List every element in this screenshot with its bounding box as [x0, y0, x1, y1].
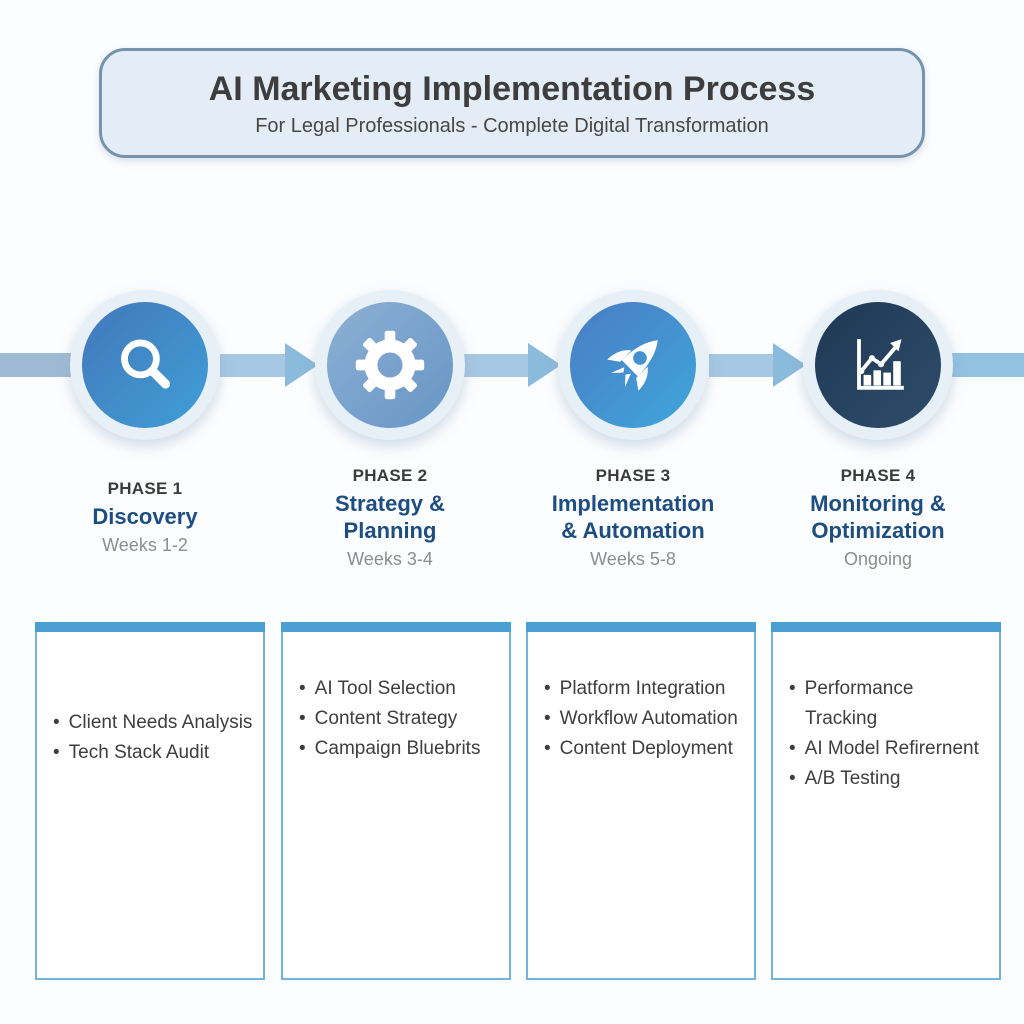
phase-label: PHASE 2 — [352, 466, 428, 485]
phase-name: Discovery — [92, 504, 198, 529]
phase-2-label-block: PHASE 2 Strategy & Planning Weeks 3-4 — [265, 466, 515, 570]
phase-label: PHASE 1 — [107, 479, 183, 498]
list-item: A/B Testing — [789, 764, 989, 794]
phase-1-card: Client Needs Analysis Tech Stack Audit — [35, 622, 265, 980]
list-item: Platform Integration — [544, 674, 744, 704]
list-item: Workflow Automation — [544, 704, 744, 734]
list-item: Content Deployment — [544, 734, 744, 764]
list-item: Client Needs Analysis — [53, 708, 253, 738]
phase-3-circle-fill — [570, 302, 696, 428]
phase-duration: Weeks 3-4 — [347, 549, 433, 569]
list-item: AI Tool Selection — [299, 674, 499, 704]
phase-duration: Ongoing — [843, 549, 913, 569]
phase-4-card: Performance Tracking AI Model Refirernen… — [771, 622, 1001, 980]
card-top-bar — [771, 622, 1001, 632]
phase-4-circle — [803, 290, 953, 440]
timeline-band-right — [948, 353, 1024, 377]
phase-4-item-list: Performance Tracking AI Model Refirernen… — [773, 674, 999, 794]
rocket-icon — [607, 340, 658, 391]
title-banner: AI Marketing Implementation Process For … — [99, 48, 925, 158]
phase-1-label-block: PHASE 1 Discovery Weeks 1-2 — [20, 466, 270, 556]
list-item: Performance Tracking — [789, 674, 989, 734]
phase-3-circle — [558, 290, 708, 440]
phase-2-circle-fill — [327, 302, 453, 428]
phase-duration: Weeks 5-8 — [590, 549, 676, 569]
timeline-band-left — [0, 353, 80, 377]
arrow-right-icon — [528, 343, 561, 387]
phase-name: Implementation & Automation — [551, 491, 715, 543]
card-top-bar — [35, 622, 265, 632]
gear-icon — [355, 330, 425, 400]
card-top-bar — [526, 622, 756, 632]
phase-1-circle-fill — [82, 302, 208, 428]
chart-icon — [857, 339, 904, 390]
list-item: Campaign Bluebrits — [299, 734, 499, 764]
list-item: Content Strategy — [299, 704, 499, 734]
phase-1-item-list: Client Needs Analysis Tech Stack Audit — [37, 708, 263, 768]
phase-1-circle — [70, 290, 220, 440]
list-item: AI Model Refirernent — [789, 734, 989, 764]
arrow-right-icon — [773, 343, 806, 387]
arrow-right-icon — [464, 354, 528, 377]
arrow-right-icon — [709, 354, 773, 377]
phase-3-label-block: PHASE 3 Implementation & Automation Week… — [508, 466, 758, 570]
card-top-bar — [281, 622, 511, 632]
list-item: Tech Stack Audit — [53, 738, 253, 768]
arrow-right-icon — [285, 343, 318, 387]
page-title: AI Marketing Implementation Process — [208, 70, 816, 108]
phase-4-circle-fill — [815, 302, 941, 428]
phase-2-card: AI Tool Selection Content Strategy Campa… — [281, 622, 511, 980]
phase-3-item-list: Platform Integration Workflow Automation… — [528, 674, 754, 764]
phase-4-label-block: PHASE 4 Monitoring & Optimization Ongoin… — [753, 466, 1003, 570]
arrow-right-icon — [220, 354, 285, 377]
phase-name: Strategy & Planning — [334, 491, 446, 543]
phase-2-item-list: AI Tool Selection Content Strategy Campa… — [283, 674, 509, 764]
page-subtitle: For Legal Professionals - Complete Digit… — [255, 115, 769, 137]
phase-name: Monitoring & Optimization — [810, 491, 946, 543]
phase-2-circle — [315, 290, 465, 440]
phase-duration: Weeks 1-2 — [102, 535, 188, 555]
phase-label: PHASE 3 — [595, 466, 671, 485]
phase-label: PHASE 4 — [840, 466, 916, 485]
magnifier-icon — [121, 339, 171, 389]
phase-3-card: Platform Integration Workflow Automation… — [526, 622, 756, 980]
